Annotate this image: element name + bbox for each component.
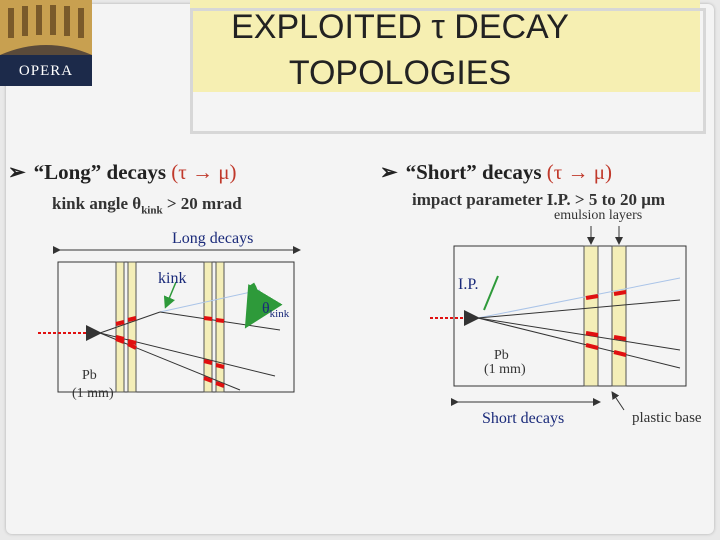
short-decays-title: Short decays	[482, 410, 565, 427]
short-decays-formula: (τ → μ)	[546, 160, 612, 184]
title-frame	[190, 8, 706, 134]
long-decays-bullet: ➢ “Long” decays (τ → μ)	[8, 160, 236, 185]
title-line-2: TOPOLOGIES	[288, 54, 512, 92]
long-decays-title: Long decays	[172, 230, 254, 248]
long-decays-label: “Long” decays	[33, 160, 167, 184]
emulsion-layers-label: emulsion layers	[554, 208, 643, 223]
plastic-base-label: plastic base	[632, 410, 702, 426]
long-decays-formula: (τ → μ)	[171, 160, 237, 184]
kink-angle-prefix: kink angle θ	[52, 194, 142, 213]
kink-label: kink	[158, 270, 187, 287]
impact-parameter-text: impact parameter I.P. > 5 to 20 μm	[412, 190, 666, 209]
long-pb-box	[57, 261, 295, 393]
plastic-pointer	[611, 391, 625, 411]
title-bar	[190, 0, 700, 92]
long-extrapolation	[159, 289, 261, 313]
right-pb-label: Pb	[494, 348, 509, 363]
short-track-a	[477, 317, 681, 351]
theta-kink-label: θkink	[262, 300, 289, 320]
ip-segment	[483, 275, 499, 311]
long-track-a	[99, 332, 276, 377]
theta-symbol: θ	[262, 300, 270, 317]
long-tau-track	[99, 311, 161, 334]
slide-title: EXPLOITED τ DECAY TOPOLOGIES	[190, 4, 610, 96]
left-pb-label: Pb	[82, 368, 97, 383]
short-track-b	[477, 317, 681, 369]
kink-angle-subscript: kink	[141, 204, 163, 217]
theater-image	[0, 0, 92, 86]
right-thickness-label: (1 mm)	[484, 362, 526, 377]
short-extrapolation	[477, 277, 681, 319]
theta-arc-arrow	[244, 282, 283, 329]
title-line-1: EXPLOITED τ DECAY	[231, 8, 569, 46]
kink-angle-suffix: > 20 mrad	[162, 194, 242, 213]
bullet-arrow-icon: ➢	[380, 160, 398, 184]
kink-angle-text: kink angle θkink > 20 mrad	[52, 194, 242, 216]
long-decay-diagram	[38, 246, 301, 393]
short-decays-bullet: ➢ “Short” decays (τ → μ)	[380, 160, 612, 185]
ip-label: I.P.	[458, 276, 479, 293]
theta-subscript: kink	[269, 308, 290, 321]
kink-pointer	[163, 281, 177, 309]
bullet-arrow-icon: ➢	[8, 160, 26, 184]
short-decays-label: “Short” decays	[405, 160, 542, 184]
short-track-c	[477, 299, 681, 319]
left-thickness-label: (1 mm)	[72, 386, 114, 401]
short-pb-box	[453, 245, 687, 387]
short-decay-diagram	[430, 226, 687, 411]
logo-text: OPERA	[18, 63, 74, 79]
opera-logo: OPERA	[0, 0, 92, 86]
